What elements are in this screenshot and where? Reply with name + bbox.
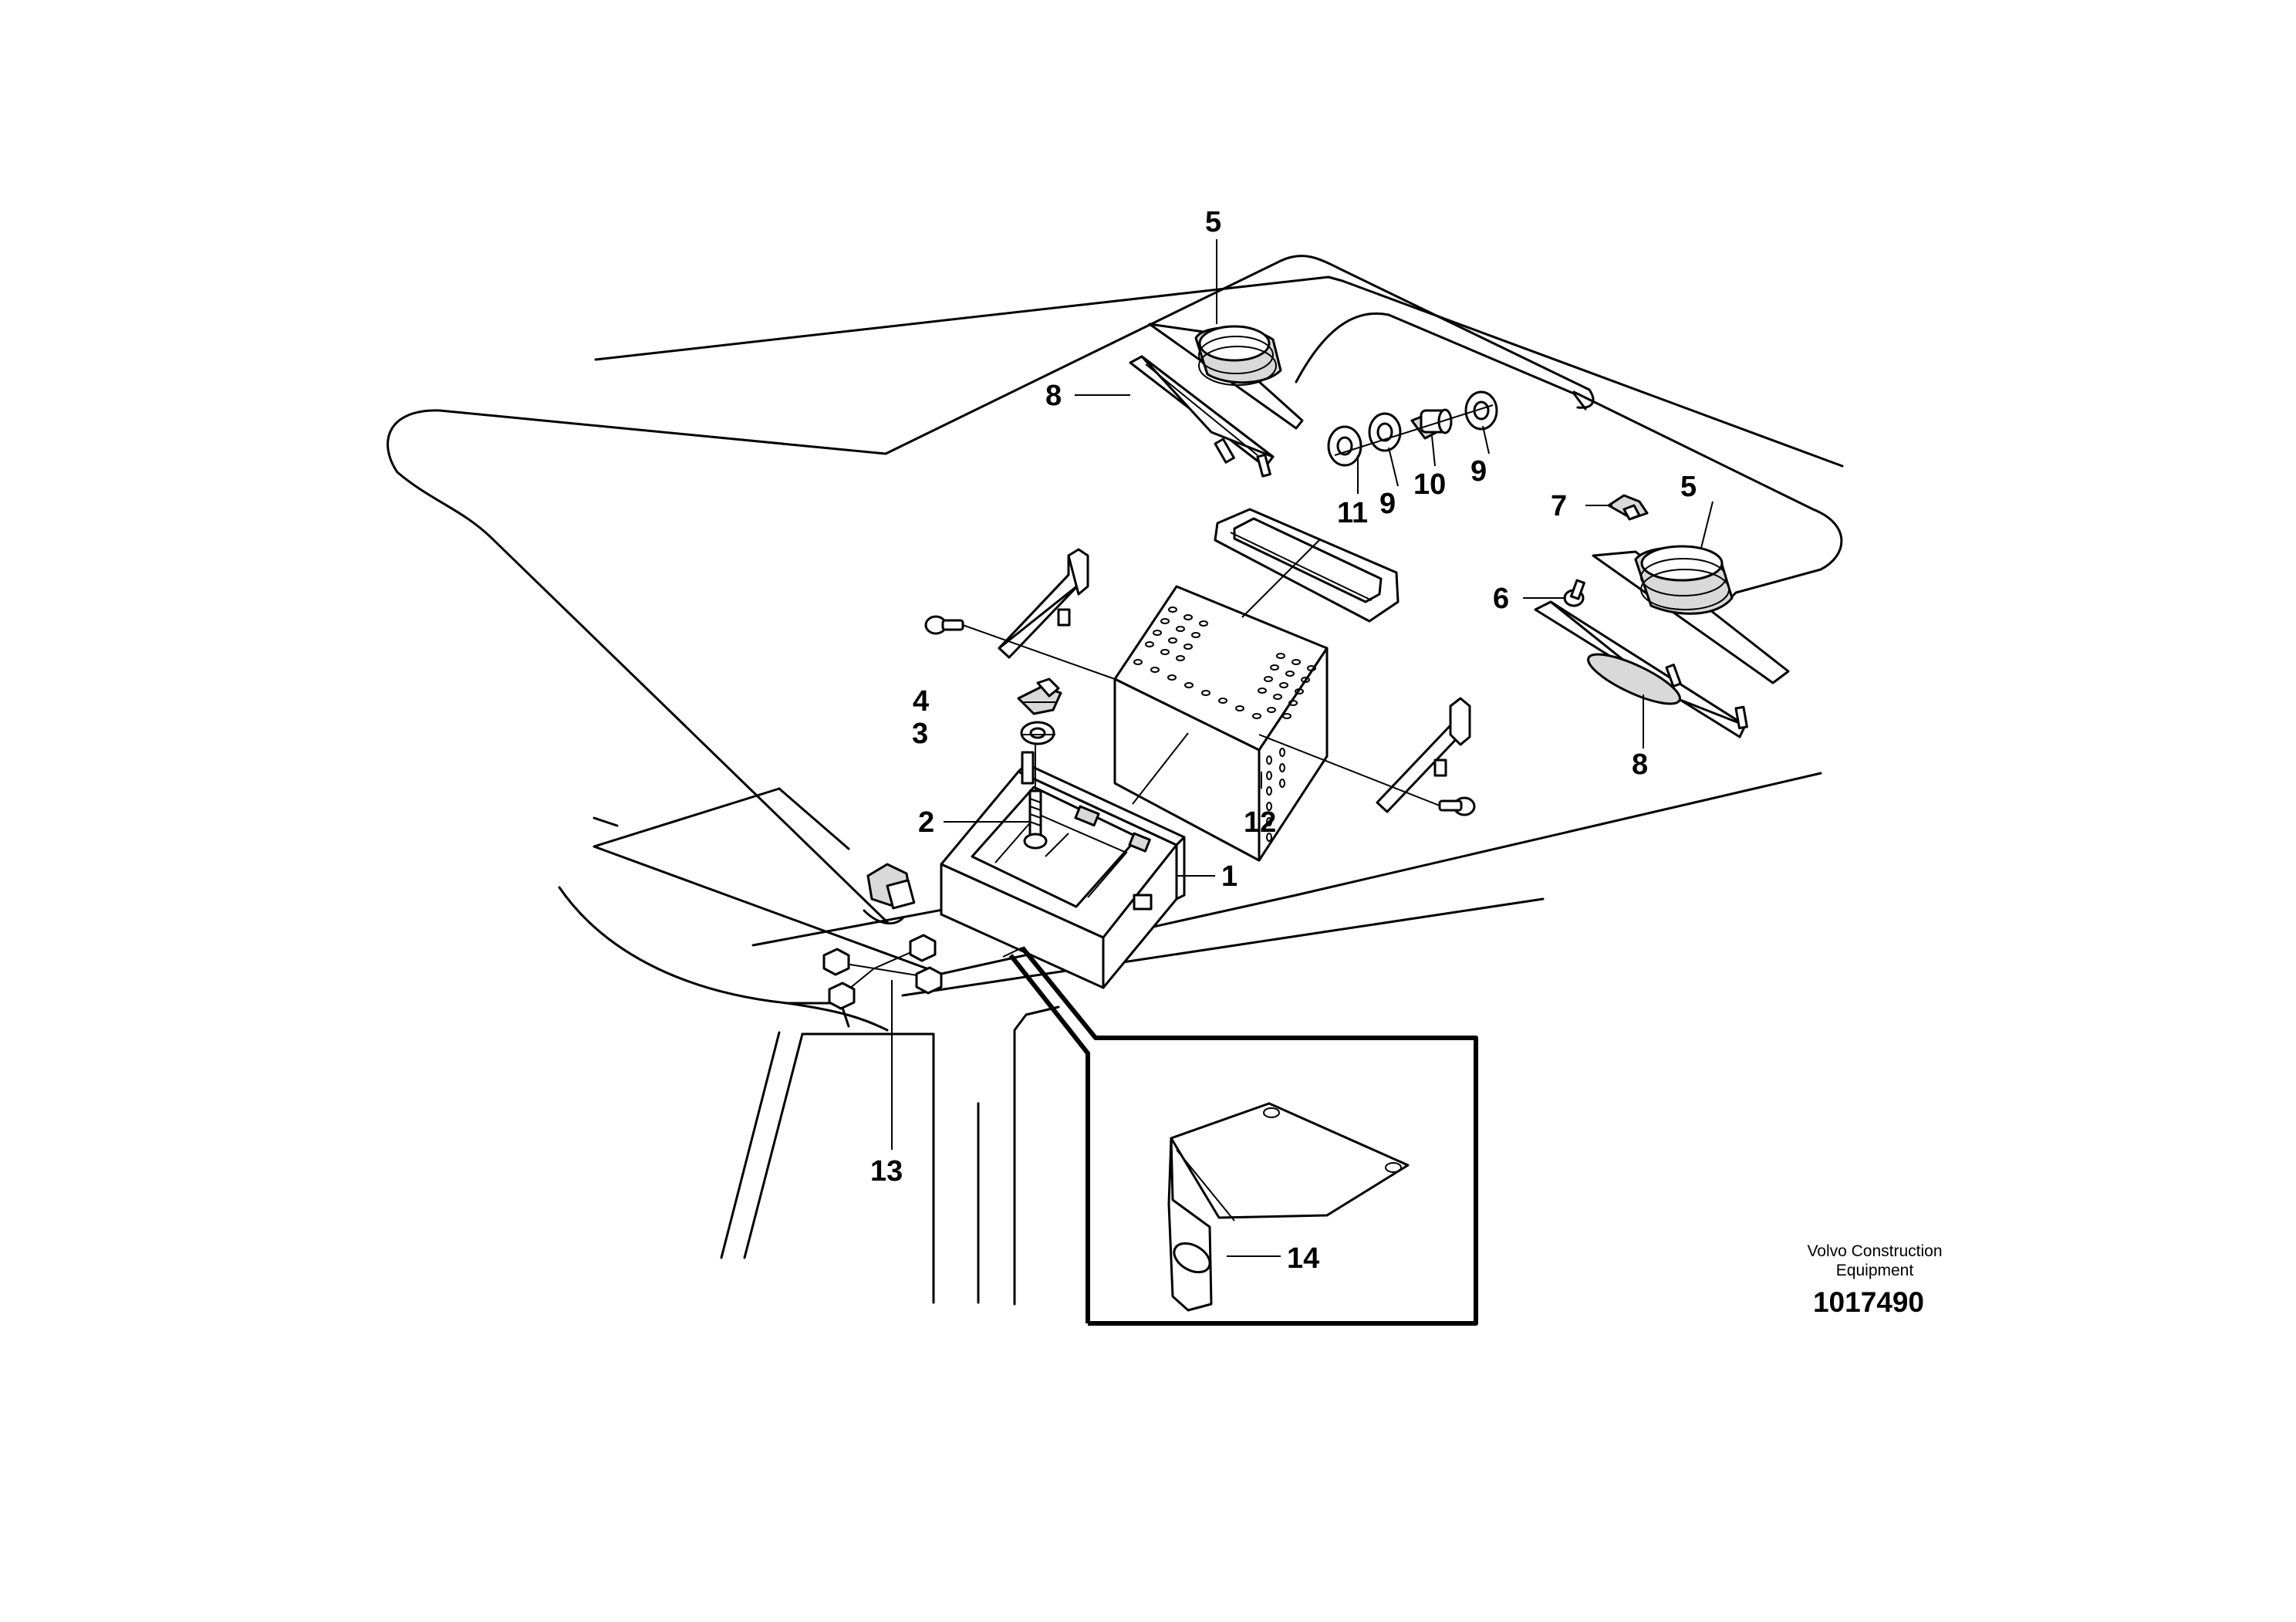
radio-screw-left: [924, 615, 1116, 680]
credit-company-line2: Equipment: [1836, 1262, 1914, 1279]
washer-3: [1020, 721, 1055, 745]
callout-9-right: 9: [1470, 455, 1487, 488]
radio-bracket-right: [1376, 697, 1471, 813]
callout-1: 1: [1221, 860, 1237, 893]
clip-7: [1607, 494, 1649, 521]
speaker-right: [1592, 545, 1790, 684]
callout-13: 13: [870, 1155, 903, 1188]
clip-4: [1017, 678, 1062, 715]
washer-9-right: [1464, 390, 1498, 431]
callout-5-top: 5: [1205, 206, 1221, 238]
radio-housing: [940, 751, 1186, 989]
radio-screw-right: [1258, 734, 1476, 816]
radio-vent-holes: [1133, 607, 1316, 842]
callout-5-right: 5: [1680, 471, 1697, 503]
callout-14: 14: [1287, 1242, 1319, 1275]
radio-bracket-left: [998, 548, 1089, 659]
callout-3: 3: [912, 718, 928, 750]
callout-labels: 1 2 3 4 5 5 6 7 8 8 9 9 10 11 12 13 14: [870, 206, 1697, 1275]
leader-lines: [891, 239, 1714, 1257]
bracket-14: [1167, 1102, 1410, 1312]
drawing-number: 1017490: [1813, 1286, 1924, 1318]
callout-11: 11: [1337, 497, 1368, 529]
radio-unit: [1113, 585, 1329, 862]
speaker-grille-right: [1534, 600, 1748, 738]
speaker-grille-top-left: [1129, 355, 1275, 478]
connector-plug-upper: [863, 863, 916, 925]
credit-company: Volvo Construction: [1807, 1242, 1942, 1260]
callout-10: 10: [1413, 468, 1446, 501]
callout-4: 4: [913, 685, 929, 718]
connector-harness-13: [822, 934, 943, 1010]
callout-8-right: 8: [1632, 748, 1648, 781]
callout-8-left: 8: [1045, 380, 1062, 412]
radio-trim-frame: [1214, 508, 1400, 623]
callout-7: 7: [1551, 490, 1567, 522]
washer-9-left: [1368, 412, 1402, 452]
washer-11: [1327, 425, 1362, 467]
speaker-top-left: [1148, 323, 1304, 430]
callout-6: 6: [1493, 583, 1509, 615]
credit-block: Volvo Construction Equipment 1017490: [1807, 1242, 1942, 1318]
screw-6: [1563, 579, 1585, 607]
detail-inset: [1002, 946, 1478, 1326]
callout-9-left: 9: [1379, 488, 1396, 520]
callout-2: 2: [918, 806, 934, 839]
callout-12: 12: [1244, 806, 1276, 839]
